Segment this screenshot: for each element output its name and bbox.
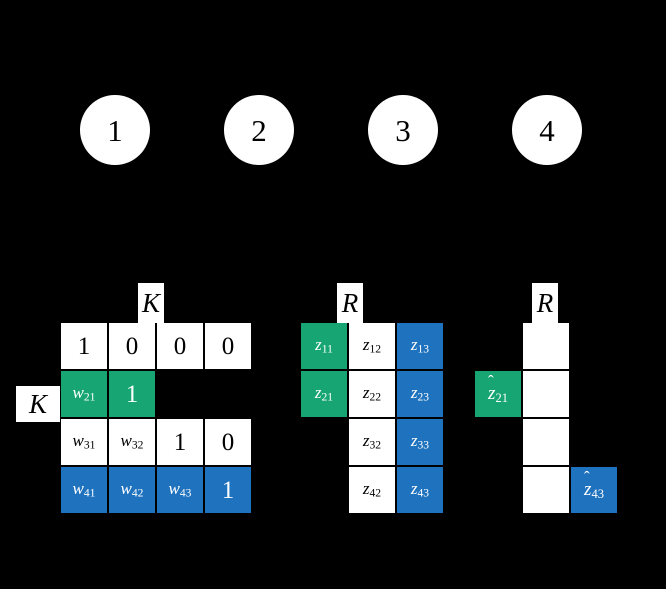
cell-symbol: w32	[120, 431, 144, 452]
cell-value: 0	[221, 332, 235, 360]
matrix-cell-r_matrix-r4c2[interactable]: z42	[348, 466, 396, 514]
matrix-cell-r_matrix-r2c2[interactable]: z22	[348, 370, 396, 418]
matrix-cell-r_matrix-r2c3[interactable]: z23	[396, 370, 444, 418]
matrix-cell-k_matrix-r3c3[interactable]: 1	[156, 418, 204, 466]
matrix-cell-k_matrix-r1c4[interactable]: 0	[204, 322, 252, 370]
matrix-cell-k_matrix-r1c1[interactable]: 1	[60, 322, 108, 370]
axis-label-r_top_middle: R	[337, 283, 363, 323]
cell-symbol: z33	[410, 431, 430, 452]
node-circle-3[interactable]: 3	[368, 95, 438, 165]
matrix-cell-r_matrix-r1c1[interactable]: z11	[300, 322, 348, 370]
matrix-cell-r_matrix-r4c3[interactable]: z43	[396, 466, 444, 514]
matrix-cell-k_matrix-r4c1[interactable]: w41	[60, 466, 108, 514]
matrix-cell-k_matrix-r1c3[interactable]: 0	[156, 322, 204, 370]
cell-symbol: w43	[168, 479, 192, 500]
matrix-cell-k_matrix-r3c2[interactable]: w32	[108, 418, 156, 466]
matrix-cell-r_matrix-r3c3[interactable]: z33	[396, 418, 444, 466]
cell-symbol: w41	[72, 479, 96, 500]
cell-symbol: w31	[72, 431, 96, 452]
matrix-cell-k_matrix-r4c2[interactable]: w42	[108, 466, 156, 514]
node-circle-1[interactable]: 1	[80, 95, 150, 165]
matrix-cell-k_matrix-r3c4[interactable]: 0	[204, 418, 252, 466]
matrix-cell-k_matrix-r4c4[interactable]: 1	[204, 466, 252, 514]
hat-accent-icon: ˆ	[488, 371, 494, 391]
cell-symbol: z43	[410, 479, 430, 500]
matrix-cell-empty-r_hat_matrix-r3c2[interactable]	[522, 418, 570, 466]
matrix-cell-empty-r_hat_matrix-r2c2[interactable]	[522, 370, 570, 418]
hat-accent-icon: ˆ	[584, 467, 590, 487]
cell-value: 0	[221, 428, 235, 456]
cell-symbol: z22	[362, 383, 382, 404]
axis-label-k_left: K	[16, 386, 60, 422]
matrix-cell-k_matrix-r2c2[interactable]: 1	[108, 370, 156, 418]
cell-symbol: z21	[314, 383, 334, 404]
matrix-cell-r_matrix-r3c2[interactable]: z32	[348, 418, 396, 466]
axis-label-r_top_right: R	[532, 283, 558, 323]
cell-value: 1	[125, 380, 139, 408]
matrix-cell-k_matrix-r3c1[interactable]: w31	[60, 418, 108, 466]
matrix-cell-r_matrix-r1c3[interactable]: z13	[396, 322, 444, 370]
cell-symbol: z12	[362, 335, 382, 356]
cell-value: 1	[77, 332, 91, 360]
cell-value: 0	[125, 332, 139, 360]
axis-label-k_top: K	[138, 283, 164, 323]
cell-symbol: z23	[410, 383, 430, 404]
matrix-cell-r_matrix-r1c2[interactable]: z12	[348, 322, 396, 370]
cell-symbol: z13	[410, 335, 430, 356]
node-circle-2[interactable]: 2	[224, 95, 294, 165]
cell-symbol: w21	[72, 383, 96, 404]
cell-symbol: z42	[362, 479, 382, 500]
node-circle-4[interactable]: 4	[512, 95, 582, 165]
matrix-cell-empty-r_hat_matrix-r4c2[interactable]	[522, 466, 570, 514]
matrix-cell-k_matrix-r4c3[interactable]: w43	[156, 466, 204, 514]
cell-value: 1	[221, 476, 235, 504]
matrix-cell-k_matrix-r1c2[interactable]: 0	[108, 322, 156, 370]
cell-symbol: z11	[315, 335, 333, 356]
cell-symbol: w42	[120, 479, 144, 500]
cell-value: 0	[173, 332, 187, 360]
cell-value: 1	[173, 428, 187, 456]
matrix-cell-r_matrix-r2c1[interactable]: z21	[300, 370, 348, 418]
matrix-cell-k_matrix-r2c1[interactable]: w21	[60, 370, 108, 418]
matrix-cell-empty-r_hat_matrix-r1c2[interactable]	[522, 322, 570, 370]
cell-symbol: z32	[362, 431, 382, 452]
